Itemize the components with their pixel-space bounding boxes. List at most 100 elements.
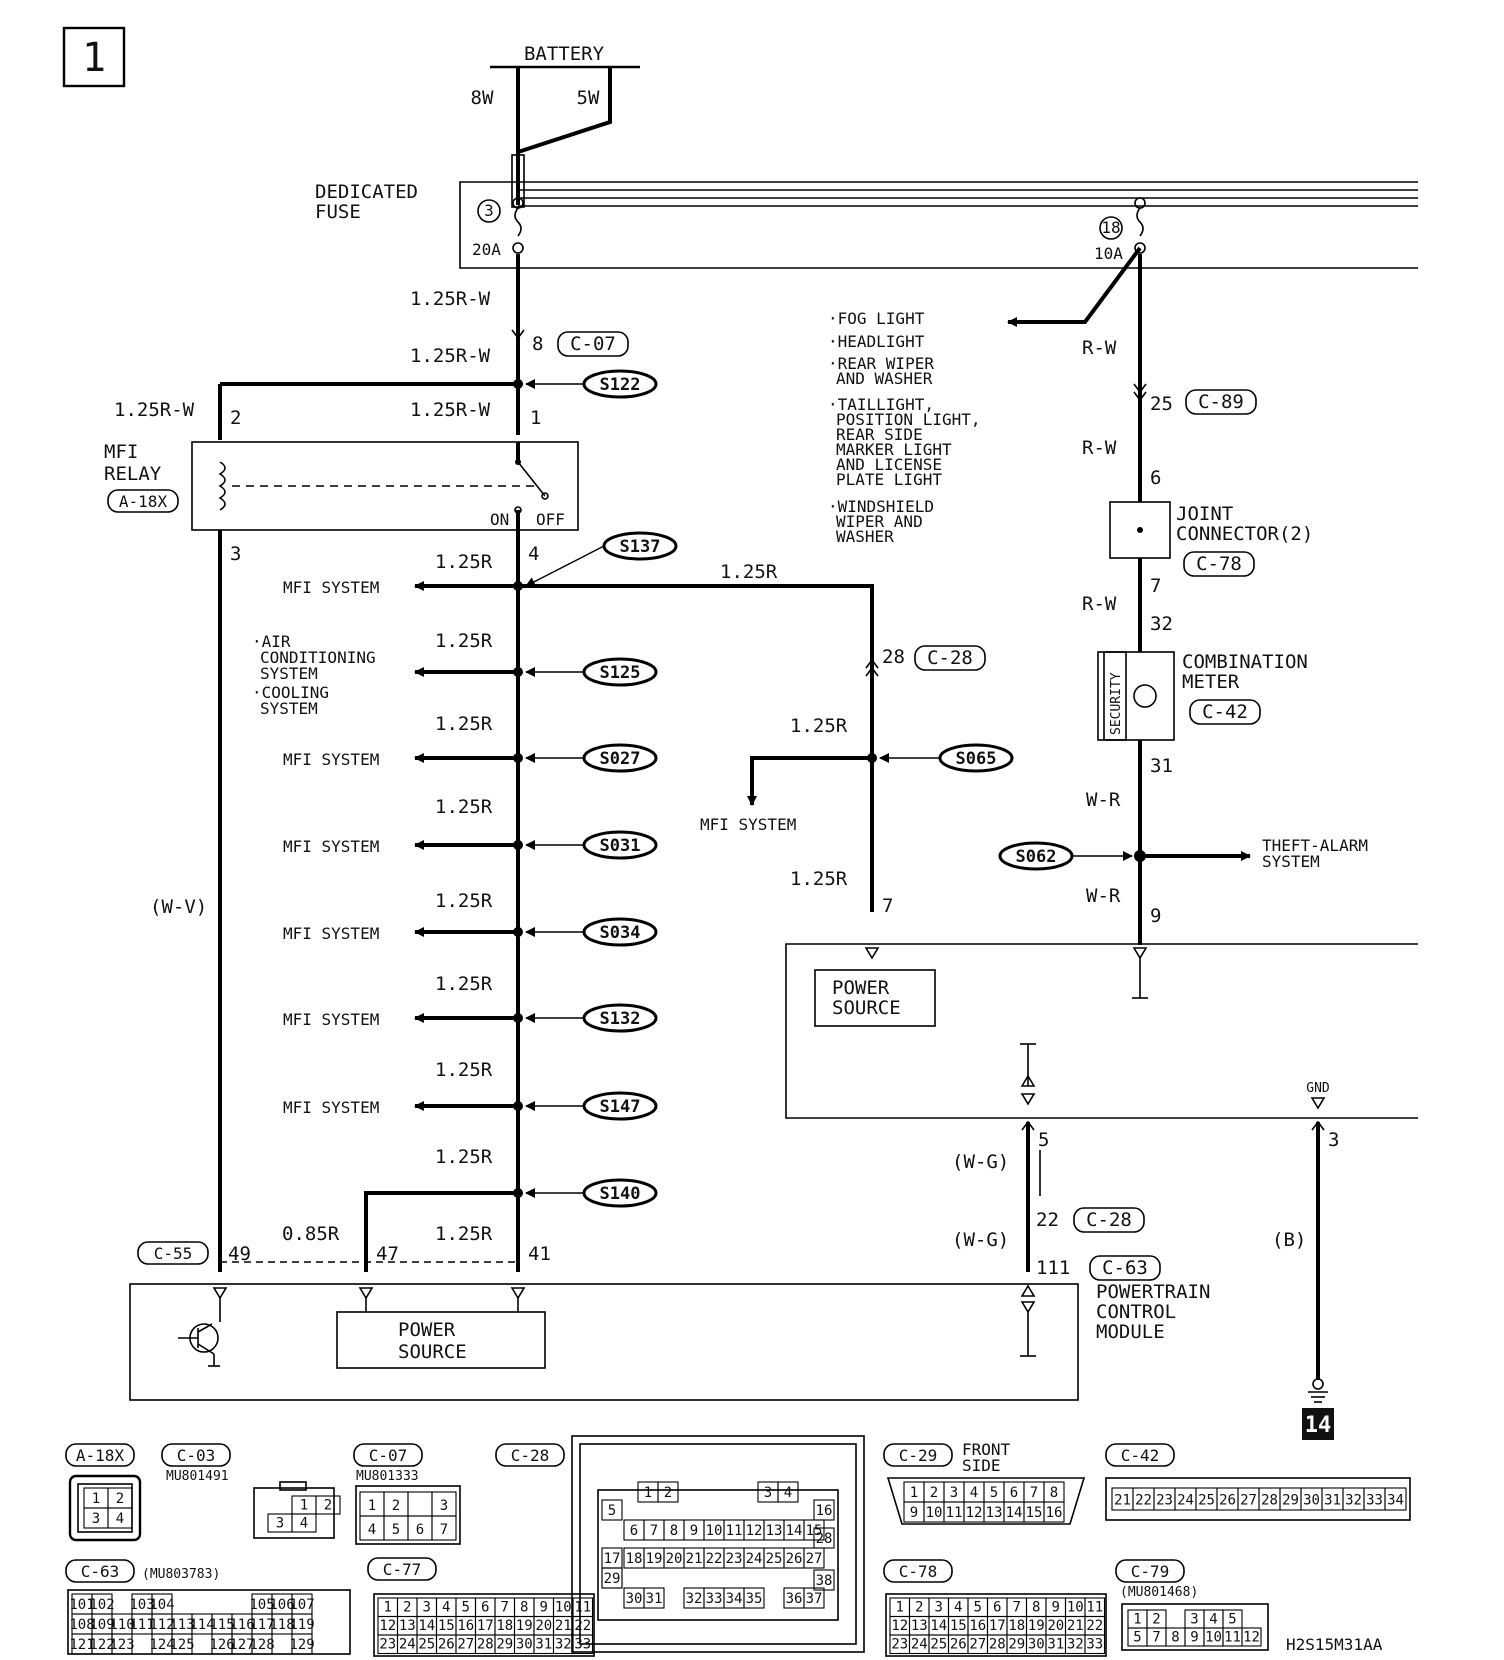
pin-number: 112 (149, 1617, 174, 1633)
load-item: ·WINDSHIELD (828, 497, 934, 516)
cv-c29-label: C-29 (899, 1446, 938, 1465)
pin-number: 1 (300, 1497, 308, 1513)
pin-number: 10 (1205, 1629, 1222, 1645)
fuse-18-rating: 10A (1094, 244, 1123, 263)
pin-number: 11 (1086, 1600, 1103, 1616)
pcm-3: MODULE (1096, 1321, 1165, 1343)
page-number: 1 (82, 35, 106, 81)
pin-number: 5 (974, 1600, 982, 1616)
pin-number: 108 (69, 1617, 94, 1633)
wire-r-12: 1.25R (790, 868, 848, 890)
pin-number: 24 (1177, 1492, 1194, 1508)
load-item: WASHER (836, 527, 894, 546)
ps-lower-1: POWER (398, 1319, 456, 1341)
pin-number: 28 (816, 1531, 833, 1547)
splice-label: S065 (956, 749, 997, 769)
wire-r-w-c: 1.25R-W (410, 399, 491, 421)
cv-c79-label: C-79 (1131, 1562, 1170, 1581)
splice-label: S125 (600, 663, 641, 683)
pin-number: 17 (989, 1618, 1006, 1634)
pin-number: 31 (1047, 1637, 1064, 1653)
pin-number: 19 (516, 1618, 533, 1634)
splice-s065: S065 (879, 743, 1014, 773)
pin-number: 28 (477, 1637, 494, 1653)
pin-number: 7 (1030, 1485, 1038, 1501)
cv-c79-part: (MU801468) (1120, 1585, 1198, 1600)
pin-number: 8 (1032, 1600, 1040, 1616)
pin-number: 12 (1243, 1629, 1260, 1645)
splice-group: S122S137S125S027S031S034S132S147S140S065… (525, 369, 1133, 1208)
load-item: MARKER LIGHT (836, 440, 952, 459)
pin-number: 2 (392, 1498, 400, 1514)
pin-3b: 3 (1328, 1129, 1339, 1151)
pin-number: 117 (249, 1617, 274, 1633)
pin-number: 3 (276, 1515, 284, 1531)
fuse-18-number: 18 (1101, 218, 1120, 237)
splice-label: S132 (600, 1009, 641, 1029)
pcm-2: CONTROL (1096, 1301, 1176, 1323)
pin-number: 7 (1152, 1629, 1160, 1645)
splice-s147: S147 (525, 1091, 658, 1121)
pin-number: 13 (986, 1505, 1003, 1521)
pin-number: 22 (1086, 1618, 1103, 1634)
meter-2: METER (1182, 671, 1240, 693)
pin-number: 11 (726, 1523, 743, 1539)
pin-number: 22 (1135, 1492, 1152, 1508)
dest-mfi-2: MFI SYSTEM (283, 750, 379, 769)
pin-number: 21 (1114, 1492, 1131, 1508)
pin-111: 111 (1036, 1257, 1070, 1279)
wire-r-3: 1.25R (435, 713, 493, 735)
pin-number: 4 (116, 1511, 124, 1527)
cv-c03-part: MU801491 (166, 1469, 229, 1484)
pin-number: 3 (1190, 1611, 1198, 1627)
pin-number: 6 (630, 1523, 638, 1539)
pin-number: 128 (249, 1637, 274, 1653)
splice-label: S027 (600, 749, 641, 769)
pin-number: 5 (392, 1522, 400, 1538)
pin-number: 14 (1006, 1505, 1023, 1521)
pin-number: 10 (1067, 1600, 1084, 1616)
pin-number: 106 (269, 1597, 294, 1613)
splice-label: S034 (600, 923, 641, 943)
pin-number: 14 (786, 1523, 803, 1539)
dest-mfi-6: MFI SYSTEM (283, 1098, 379, 1117)
wire-wg-1: (W-G) (952, 1151, 1009, 1173)
pin-number: 29 (496, 1637, 513, 1653)
load-item: WIPER AND (836, 512, 923, 531)
wire-wr-2: W-R (1086, 885, 1121, 907)
conn-c42: C-42 (1202, 701, 1248, 723)
pin-number: 32 (1345, 1492, 1362, 1508)
pin-number: 5 (1133, 1629, 1141, 1645)
pin-number: 6 (416, 1522, 424, 1538)
pin-number: 1 (368, 1498, 376, 1514)
wire-r-11: 1.25R (790, 715, 848, 737)
pin-number: 35 (746, 1591, 763, 1607)
dest-mfi-5: MFI SYSTEM (283, 1010, 379, 1029)
pin-number: 10 (706, 1523, 723, 1539)
splice-s122: S122 (525, 369, 658, 399)
pin-number: 127 (229, 1637, 254, 1653)
pin-number: 4 (970, 1485, 978, 1501)
pin-number: 126 (209, 1637, 234, 1653)
pin-number: 31 (646, 1591, 663, 1607)
pin-number: 8 (1050, 1485, 1058, 1501)
pin-number: 30 (516, 1637, 533, 1653)
pin-number: 27 (806, 1551, 823, 1567)
load-item: PLATE LIGHT (836, 470, 942, 489)
pin-number: 9 (1190, 1629, 1198, 1645)
relay-output-bus: (W-V) 1.25R 1.25R 1.25R 1.25R 1.25R 1.25… (137, 530, 986, 1272)
wire-rw-2: R-W (1082, 437, 1117, 459)
pin-9: 9 (1150, 905, 1161, 927)
fuse-3-number: 3 (484, 201, 494, 220)
wire-r-4: 1.25R (435, 796, 493, 818)
pin-49: 49 (228, 1243, 251, 1265)
wire-w-v: (W-V) (150, 896, 207, 918)
wire-r-7: 1.25R (435, 1059, 493, 1081)
conn-c28-a: C-28 (927, 647, 973, 669)
